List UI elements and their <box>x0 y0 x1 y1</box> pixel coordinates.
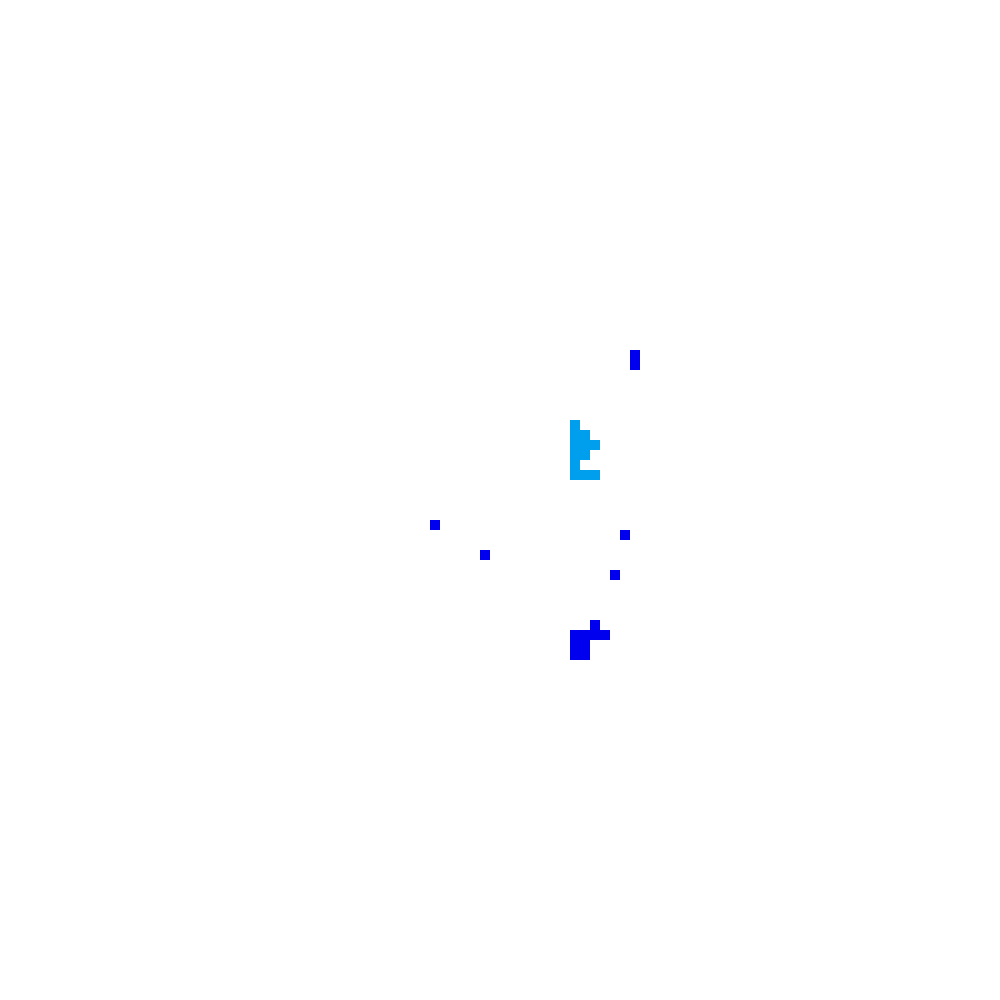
blue-cluster-1 <box>590 620 600 630</box>
light-glyph-stem <box>570 460 580 470</box>
light-glyph-lower <box>570 450 590 460</box>
light-glyph-top <box>570 420 580 430</box>
blue-dot-right-upper <box>620 530 630 540</box>
blue-cluster-3 <box>590 630 600 640</box>
light-glyph-arm <box>570 440 600 450</box>
blue-dot-mid-left <box>480 550 490 560</box>
blue-dot-left <box>430 520 440 530</box>
blue-marker-top <box>630 350 640 370</box>
light-glyph-mid <box>570 430 590 440</box>
blue-cluster-6 <box>570 650 590 660</box>
blue-cluster-4 <box>600 630 610 640</box>
blue-cluster-2 <box>570 630 590 640</box>
light-glyph-base <box>570 470 600 480</box>
blue-dot-right-lower <box>610 570 620 580</box>
blue-cluster-5 <box>570 640 590 650</box>
